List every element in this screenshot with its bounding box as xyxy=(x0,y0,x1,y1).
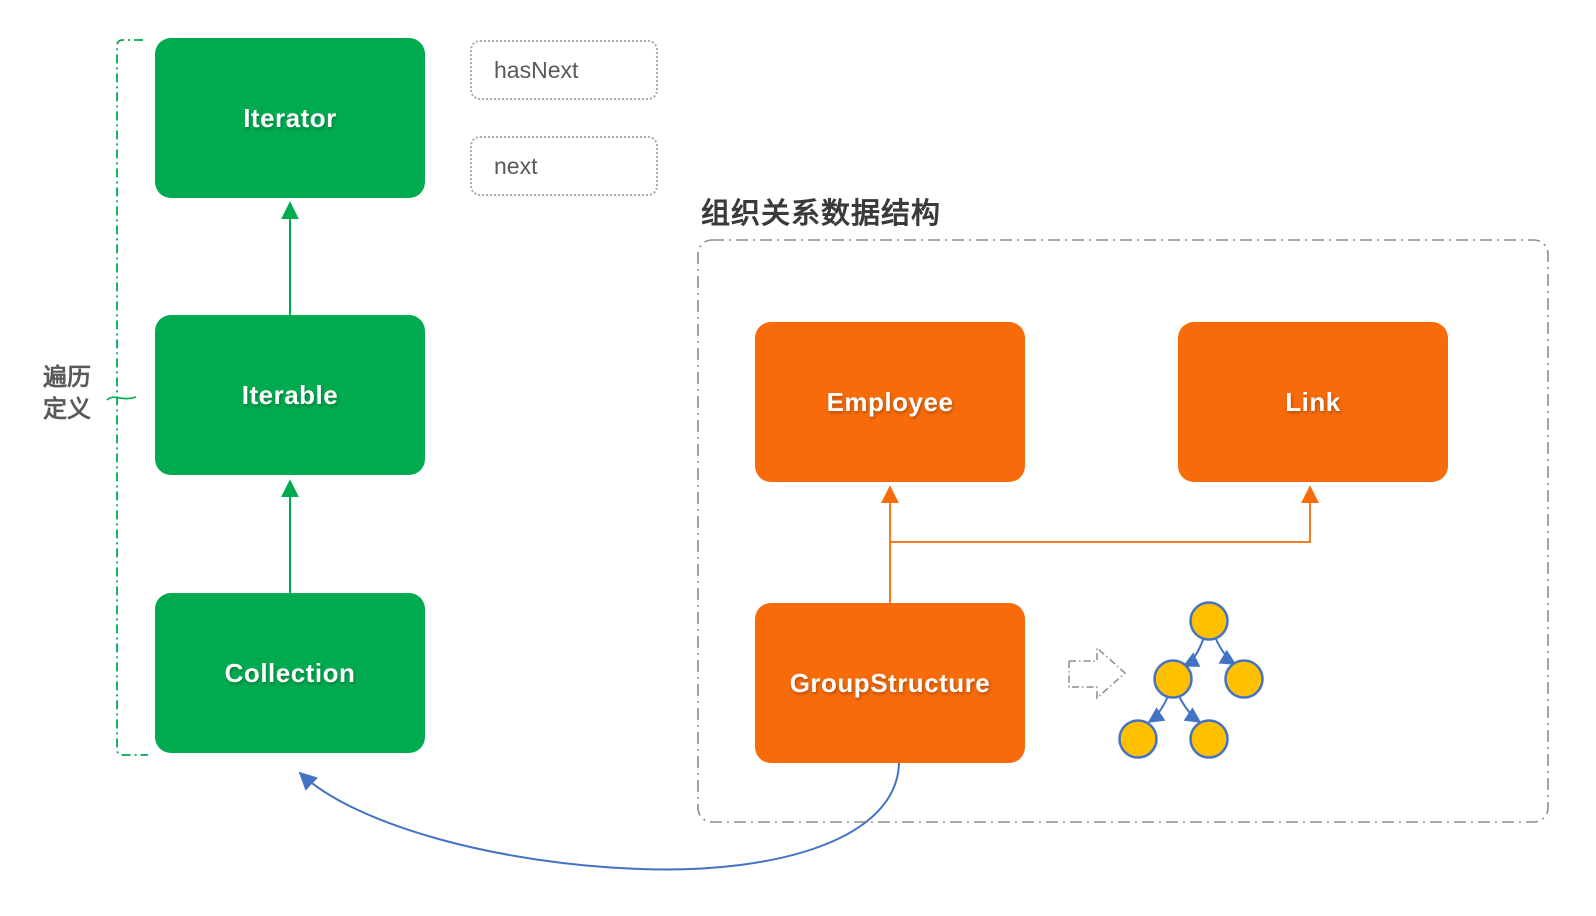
node-link: Link xyxy=(1178,322,1448,482)
node-iterator-label: Iterator xyxy=(243,102,337,133)
tree-node-root xyxy=(1189,601,1229,641)
node-group-structure-label: GroupStructure xyxy=(789,667,991,698)
arrow-groupstructure-to-collection xyxy=(298,762,900,871)
node-iterator: Iterator xyxy=(155,38,425,198)
method-box-hasnext: hasNext xyxy=(470,40,658,100)
method-next-label: next xyxy=(494,152,538,179)
node-collection: Collection xyxy=(155,593,425,753)
node-employee-label: Employee xyxy=(826,386,954,417)
node-group-structure: GroupStructure xyxy=(755,603,1025,763)
tree-node xyxy=(1118,719,1158,759)
tree-node xyxy=(1189,719,1229,759)
node-iterable-label: Iterable xyxy=(241,379,339,410)
method-hasnext-label: hasNext xyxy=(494,56,579,83)
node-link-label: Link xyxy=(1285,386,1341,417)
node-employee: Employee xyxy=(755,322,1025,482)
node-iterable: Iterable xyxy=(155,315,425,475)
traversal-bracket xyxy=(106,39,148,756)
tree-node xyxy=(1224,659,1264,699)
tree-edge xyxy=(1178,695,1202,723)
traversal-definition-line1: 遍历 xyxy=(43,364,91,391)
tree-edge xyxy=(1214,636,1237,665)
org-structure-container xyxy=(697,239,1549,823)
tree-edge xyxy=(1147,695,1169,723)
arrow-groupstructure-to-link xyxy=(890,485,1319,543)
method-box-next: next xyxy=(470,136,658,196)
traversal-definition-line2: 定义 xyxy=(43,395,91,423)
tree-edge xyxy=(1182,636,1205,667)
node-collection-label: Collection xyxy=(224,657,356,688)
orange-arrows xyxy=(881,485,1319,603)
block-arrow-icon xyxy=(1068,646,1127,700)
tree-node xyxy=(1153,659,1193,699)
tree-diagram xyxy=(1118,601,1264,759)
bracket-pointer-squiggle xyxy=(106,396,137,401)
traversal-definition-label: 遍历 定义 xyxy=(28,362,106,425)
org-structure-title: 组织关系数据结构 xyxy=(701,198,942,230)
